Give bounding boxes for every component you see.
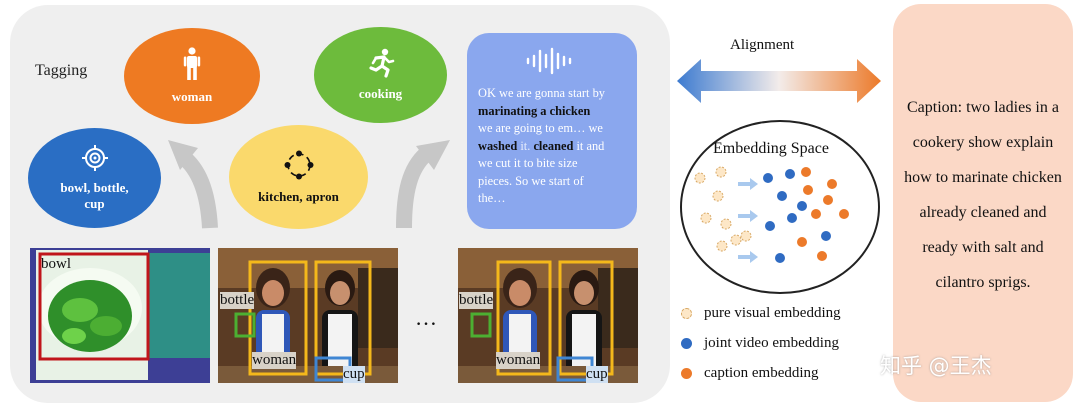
- embedding-space-circle: [680, 120, 880, 294]
- bbox-label-bottle-2: bottle: [459, 292, 494, 309]
- curved-arrow-2: [396, 140, 450, 229]
- bbox-woman-left: [248, 260, 308, 376]
- bbox-bottle-2: [470, 312, 492, 338]
- legend-visual-dot: [681, 308, 692, 319]
- tag-kitchen-apron: kitchen, apron: [229, 125, 368, 229]
- running-person-icon: [366, 48, 396, 82]
- tag-objects: bowl, bottle, cup: [28, 128, 161, 228]
- tag-cooking-label: cooking: [358, 86, 403, 101]
- tag-cooking: cooking: [314, 27, 447, 123]
- embedding-points: [694, 166, 849, 263]
- bbox-label-woman-2: woman: [496, 352, 541, 369]
- speech-seg-6: cleaned: [533, 138, 574, 153]
- curved-arrow-1: [168, 140, 218, 229]
- person-icon: [183, 47, 201, 85]
- video-frame-bowl: bowl: [30, 248, 210, 383]
- tag-woman: woman: [124, 28, 260, 124]
- speech-seg-5: it.: [517, 138, 534, 153]
- legend-visual: pure visual embedding: [681, 305, 841, 322]
- tag-woman-label: woman: [171, 89, 213, 104]
- speech-seg-10: the…: [478, 191, 506, 205]
- bbox-label-cup-2: cup: [586, 366, 608, 383]
- legend-joint-dot: [681, 338, 692, 349]
- tag-objects-line1: bowl, bottle,: [60, 180, 129, 195]
- target-icon: [81, 144, 109, 176]
- watermark: 知乎 @王杰: [880, 354, 992, 378]
- speech-seg-9: pieces. So we start of: [478, 173, 584, 188]
- video-frame-women-1: bottle woman cup: [218, 248, 398, 383]
- video-frame-women-2: bottle woman cup: [458, 248, 638, 383]
- sound-wave-icon: [524, 47, 580, 80]
- legend-caption: caption embedding: [681, 365, 819, 382]
- embedding-space-title: Embedding Space: [713, 140, 829, 157]
- legend-joint: joint video embedding: [681, 335, 839, 352]
- bbox-bowl: [38, 252, 150, 361]
- caption-text: Caption: two ladies in a cookery show ex…: [904, 99, 1062, 291]
- speech-transcript-box: OK we are gonna start by marinating a ch…: [467, 33, 637, 229]
- legend-joint-label: joint video embedding: [704, 335, 839, 351]
- frame-bowl-scene: [30, 248, 210, 383]
- bbox-label-bottle: bottle: [220, 292, 255, 309]
- scene-cycle-icon: [283, 149, 315, 185]
- frame-ellipsis: …: [415, 305, 439, 330]
- speech-seg-7: it and: [573, 138, 605, 153]
- bbox-label-cup: cup: [343, 366, 365, 383]
- alignment-double-arrow: [677, 59, 881, 103]
- bbox-woman-left-2: [496, 260, 552, 376]
- speech-seg-8: we cut it to bite size: [478, 156, 578, 170]
- speech-seg-3: we are going to em… we: [478, 121, 603, 135]
- caption-panel: Caption: two ladies in a cookery show ex…: [893, 4, 1073, 402]
- legend-caption-label: caption embedding: [704, 365, 819, 381]
- speech-seg-2: marinating a chicken: [478, 103, 591, 118]
- frame-women-scene-2: [458, 248, 638, 383]
- bbox-label-woman: woman: [252, 352, 297, 369]
- speech-seg-1: OK we are gonna start by: [478, 86, 605, 100]
- tagging-label: Tagging: [35, 62, 88, 79]
- tag-objects-line2: cup: [84, 196, 105, 211]
- bbox-label-bowl: bowl: [41, 256, 71, 272]
- bbox-bottle: [234, 312, 256, 338]
- legend-visual-label: pure visual embedding: [704, 305, 841, 321]
- speech-transcript: OK we are gonna start by marinating a ch…: [478, 85, 633, 208]
- speech-seg-4: washed: [478, 138, 518, 153]
- legend-caption-dot: [681, 368, 692, 379]
- alignment-label: Alignment: [730, 37, 795, 53]
- tag-kitchen-label: kitchen, apron: [258, 189, 339, 204]
- frame-women-scene-1: [218, 248, 398, 383]
